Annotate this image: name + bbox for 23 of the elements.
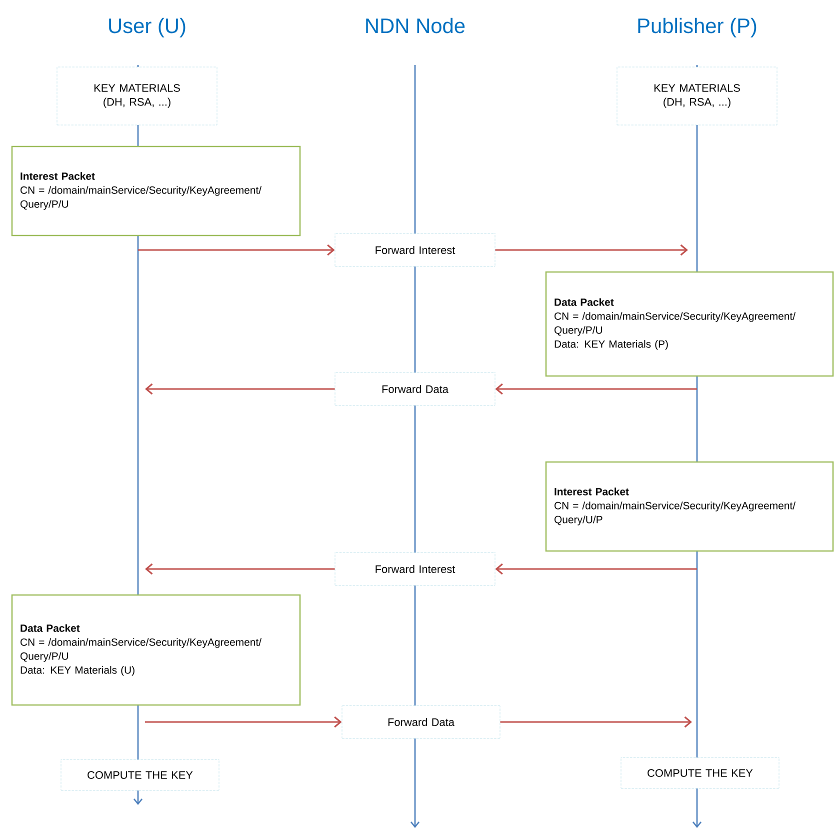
forward-box: Forward Interest: [334, 552, 496, 586]
packet-box: Interest Packet CN = /domain/mainService/Security/KeyAgreement/Query/P/U: [11, 146, 301, 236]
heading: NDN Node: [366, 18, 465, 34]
arrow: [145, 383, 335, 395]
compute-box: COMPUTE THE KEY: [620, 757, 780, 789]
heading: User (U): [109, 18, 186, 38]
forward-box: Forward Data: [342, 705, 500, 739]
packet-box: Data Packet CN = /domain/mainService/Security/KeyAgreement/Query/P/U Data: KEY Materials (P): [545, 271, 834, 377]
arrow: [495, 383, 697, 395]
packet-box: Data Packet CN = /domain/mainService/Security/KeyAgreement/Query/P/U Data: KEY Materials (U): [11, 594, 301, 706]
heading: Publisher (P): [638, 18, 756, 38]
arrow: [138, 244, 335, 256]
arrow: [145, 563, 335, 575]
arrow: [500, 716, 692, 728]
key-materials-box: KEY MATERIALS (DH, RSA, ...): [616, 66, 778, 126]
compute-box: COMPUTE THE KEY: [60, 759, 220, 791]
packet-box: Interest Packet CN = /domain/mainService/Security/KeyAgreement/Query/U/P: [545, 461, 834, 552]
forward-box: Forward Interest: [334, 233, 496, 267]
arrow: [495, 244, 688, 256]
arrow: [495, 563, 697, 575]
key-materials-box: KEY MATERIALS (DH, RSA, ...): [56, 66, 218, 126]
forward-box: Forward Data: [334, 372, 496, 406]
arrow: [145, 716, 342, 728]
